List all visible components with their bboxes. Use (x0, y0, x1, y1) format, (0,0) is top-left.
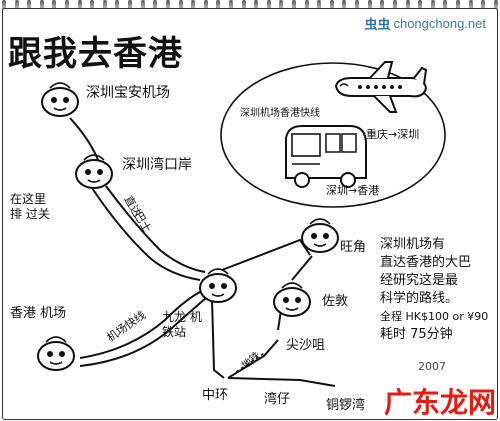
binding-ring (65, 0, 70, 14)
mascot-wankou (75, 154, 113, 189)
binding-ring (203, 0, 208, 14)
binding-ring (254, 0, 259, 14)
stop-jianshazui: 尖沙咀 (286, 338, 326, 353)
route-wankou-kowloon (91, 187, 201, 281)
binding-ring (304, 0, 309, 14)
stop-hk-airport: 香港 机场 (10, 306, 67, 321)
route-wankou-kowloon-2 (105, 185, 206, 273)
binding-ring (2, 0, 6, 14)
binding-ring (228, 0, 233, 14)
binding-ring (128, 0, 133, 14)
page-title: 跟我去香港 (8, 34, 183, 74)
binding-ring (191, 0, 196, 14)
stop-baoan: 深圳宝安机场 (86, 85, 170, 101)
note-line: 深圳机场有 (380, 237, 446, 252)
binding-ring (27, 0, 32, 14)
note-line: 耗时 75分钟 (380, 327, 453, 342)
label-chongqing-shenzhen: 重庆→深圳 (366, 128, 420, 141)
brand-url[interactable]: chongchong.net (393, 16, 486, 31)
watermark-logo: 广东龙网 (383, 386, 496, 419)
stop-wankou: 深圳湾口岸 (122, 157, 192, 173)
binding-ring (380, 0, 385, 14)
brand-name: 虫虫 (364, 17, 391, 32)
binding-ring (317, 0, 322, 14)
binding-ring (279, 0, 284, 14)
route-subway-dash (235, 351, 267, 373)
stop-wangjiao: 旺角 (340, 240, 367, 255)
binding-ring (165, 0, 170, 14)
note-line: 直达香港的大巴 (380, 255, 472, 270)
label-in-border: 在这里排 过关 (10, 192, 50, 221)
binding-ring (102, 0, 107, 14)
route-kowloon-zhonghuan (211, 299, 225, 379)
transport-ellipse (220, 62, 446, 208)
binding-ring (266, 0, 271, 14)
binding-ring (455, 0, 460, 14)
note-line: 科学的路线。 (380, 291, 459, 306)
binding-ring (392, 0, 397, 14)
side-note: 深圳机场有 直达香港的大巴 经研究这是最 科学的路线。 全程 HK$100 or… (380, 236, 500, 344)
note-line: 全程 HK$100 or ¥90 (380, 310, 489, 323)
binding-ring (405, 0, 410, 14)
mascot-zuodun (273, 282, 311, 317)
brand-logo[interactable]: 虫虫 chongchong.net (364, 14, 486, 33)
binding-ring (329, 0, 334, 14)
binding-ring (14, 0, 19, 14)
binding-ring (241, 0, 246, 14)
binding-ring (52, 0, 57, 14)
signature: 2007 (418, 360, 446, 373)
binding-ring (493, 0, 498, 14)
binding-ring (216, 0, 221, 14)
binding-ring (468, 0, 473, 14)
stop-zhonghuan: 中环 (202, 388, 229, 403)
stop-kowloon: 九龙 机铁站 (162, 310, 202, 339)
binding-ring (77, 0, 82, 14)
binding-ring (355, 0, 360, 14)
stop-wanzai: 湾仔 (264, 392, 291, 407)
binding-ring (178, 0, 183, 14)
binding-ring (418, 0, 423, 14)
airplane-icon (334, 61, 428, 113)
note-line: 经研究这是最 (380, 273, 459, 288)
binding-ring (292, 0, 297, 14)
mascot-kowloon (199, 268, 237, 303)
binding-ring (39, 0, 44, 14)
label-shuttle-line: 深圳机场香港快线 (240, 108, 320, 119)
route-kowloon-wangjiao (221, 238, 311, 271)
binding-ring (153, 0, 158, 14)
binding-ring (90, 0, 95, 14)
route-airport-kowloon (79, 291, 201, 359)
bus-icon (285, 125, 367, 188)
spiral-binding (0, 0, 500, 14)
stop-tongluowan: 铜锣湾 (326, 398, 366, 413)
mascot-hk-airport (37, 336, 75, 371)
mascot-baoan (41, 82, 79, 117)
binding-ring (443, 0, 448, 14)
stop-zuodun: 佐敦 (322, 294, 349, 309)
binding-ring (115, 0, 120, 14)
route-zuodun-wangjiao (291, 255, 313, 281)
label-shenzhen-hk: 深圳→香港 (326, 184, 380, 197)
binding-ring (140, 0, 145, 14)
binding-ring (481, 0, 486, 14)
binding-ring (367, 0, 372, 14)
mascot-wangjiao (301, 218, 339, 253)
binding-ring (342, 0, 347, 14)
route-airport-kowloon-2 (79, 297, 207, 367)
route-baoan-wankou (69, 117, 99, 161)
binding-ring (430, 0, 435, 14)
route-subway (227, 339, 336, 387)
